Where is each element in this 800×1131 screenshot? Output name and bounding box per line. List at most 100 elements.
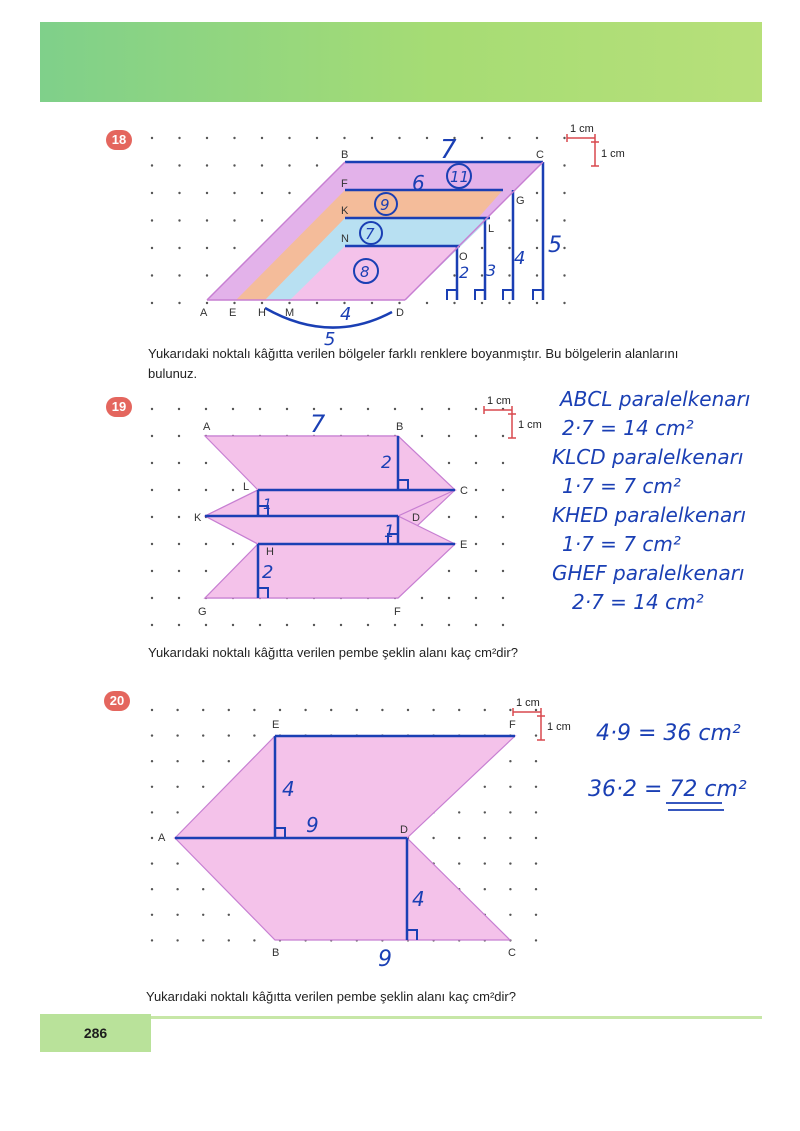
grid-dot xyxy=(474,407,478,411)
grid-dot xyxy=(177,596,181,600)
grid-dot xyxy=(447,434,451,438)
grid-dot xyxy=(453,136,456,140)
grid-dot xyxy=(178,164,181,167)
grid-dot xyxy=(501,623,505,627)
grid-dot xyxy=(458,811,461,814)
footer-line xyxy=(151,1016,762,1019)
grid-dot xyxy=(534,811,538,814)
grid-dot xyxy=(474,623,478,627)
grid-dot xyxy=(176,734,179,737)
grid-dot xyxy=(258,623,262,627)
question-20-badge: 20 xyxy=(104,691,130,711)
grid-dot xyxy=(509,785,512,788)
grid-dot xyxy=(150,461,154,465)
point-20-B: B xyxy=(272,947,279,959)
grid-dot xyxy=(288,136,291,140)
grid-dot xyxy=(205,274,209,277)
grid-dot xyxy=(202,939,205,942)
point-19-B: B xyxy=(396,421,403,433)
point-D: D xyxy=(396,307,404,319)
grid-dot xyxy=(535,136,539,140)
grid-dot xyxy=(474,569,478,573)
grid-dot xyxy=(233,219,236,222)
grid-dot xyxy=(534,836,538,840)
work-19-line-6: 1·7 = 7 cm² xyxy=(562,532,681,556)
grid-dot xyxy=(178,136,181,140)
point-19-K: K xyxy=(194,512,202,524)
hw-18-c11: 11 xyxy=(450,168,469,186)
grid-dot xyxy=(447,569,451,573)
grid-dot xyxy=(432,836,435,840)
grid-dot xyxy=(453,301,456,305)
grid-dot xyxy=(534,708,538,712)
grid-dot xyxy=(150,434,154,438)
grid-dot xyxy=(480,274,484,277)
grid-dot xyxy=(227,734,230,737)
grid-dot xyxy=(480,246,484,250)
grid-dot xyxy=(177,434,181,438)
grid-dot xyxy=(474,461,478,465)
point-20-A: A xyxy=(158,832,166,844)
grid-dot xyxy=(204,569,208,573)
grid-dot xyxy=(535,246,539,250)
hw-18-h3: 3 xyxy=(486,261,496,280)
grid-dot xyxy=(315,136,319,140)
grid-dot xyxy=(278,708,282,712)
grid-dot xyxy=(312,623,316,627)
grid-dot xyxy=(253,939,256,942)
grid-dot xyxy=(150,811,154,814)
grid-dot xyxy=(563,274,566,277)
scale-20-v: 1 cm xyxy=(547,721,571,733)
scale-18 xyxy=(566,134,599,167)
grid-dot xyxy=(563,164,566,167)
grid-dot xyxy=(393,623,397,627)
grid-dot xyxy=(501,596,505,600)
grid-dot xyxy=(508,136,511,140)
point-20-F: F xyxy=(509,719,516,731)
question-20-work: 4·9 = 36 cm² 36·2 = 72 cm² xyxy=(588,706,747,818)
grid-dot xyxy=(474,488,478,492)
grid-dot xyxy=(150,274,154,277)
grid-dot xyxy=(205,301,209,305)
grid-dot xyxy=(177,542,181,546)
grid-dot xyxy=(534,913,538,916)
grid-dot xyxy=(447,461,451,465)
hw-20-h4a: 4 xyxy=(282,777,295,801)
grid-dot xyxy=(425,136,429,140)
point-A: A xyxy=(200,307,208,319)
point-G: G xyxy=(516,195,525,207)
grid-dot xyxy=(150,191,154,195)
grid-dot xyxy=(150,515,154,519)
grid-dot xyxy=(366,623,370,627)
grid-dot xyxy=(393,407,397,411)
grid-dot xyxy=(474,596,478,600)
grid-dot xyxy=(202,760,205,763)
grid-dot xyxy=(150,785,154,788)
grid-dot xyxy=(176,811,179,814)
grid-dot xyxy=(312,407,316,411)
grid-dot xyxy=(425,301,429,305)
grid-dot xyxy=(509,811,512,814)
point-20-E: E xyxy=(272,719,279,731)
grid-dot xyxy=(150,301,154,305)
grid-dot xyxy=(176,760,179,763)
grid-dot xyxy=(233,191,236,195)
grid-dot xyxy=(508,219,511,222)
grid-dot xyxy=(563,219,566,222)
point-19-C: C xyxy=(460,485,468,497)
hw-18-c9: 9 xyxy=(380,196,390,214)
hw-18-h4: 4 xyxy=(514,248,525,269)
grid-dot xyxy=(509,760,512,763)
grid-dot xyxy=(204,461,208,465)
grid-dot xyxy=(253,708,256,712)
work-19-line-2: 2·7 = 14 cm² xyxy=(562,416,694,440)
grid-dot xyxy=(288,191,291,195)
grid-dot xyxy=(535,274,539,277)
grid-dot xyxy=(260,164,264,167)
question-19-work: ABCL paralelkenarı 2·7 = 14 cm² KLCD par… xyxy=(552,385,750,617)
point-H: H xyxy=(258,307,266,319)
footer-band xyxy=(40,1014,151,1052)
point-B: B xyxy=(341,149,348,161)
grid-dot xyxy=(508,246,511,250)
